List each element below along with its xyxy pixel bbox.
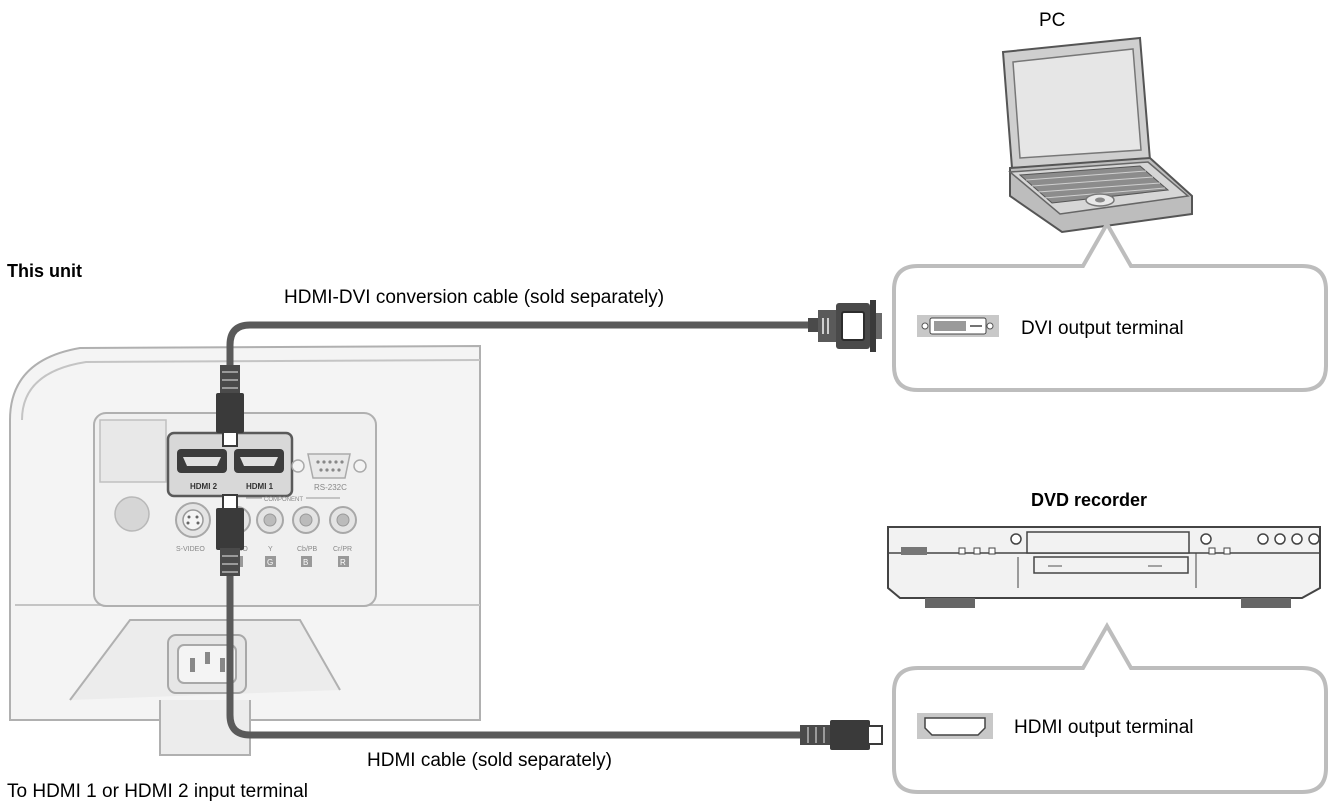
dvi-callout [892,219,1328,392]
laptop-pc [1001,36,1193,234]
hdmi-input-label: To HDMI 1 or HDMI 2 input terminal [7,781,308,802]
dvi-plug [808,300,882,352]
dvd-recorder [887,526,1321,608]
projector-rear: HDMI 2 HDMI 1 RS-232C COMPONENT S-VIDEO [9,344,481,756]
dvi-terminal-icon [917,315,999,337]
hdmi-dvi-cable-label: HDMI-DVI conversion cable (sold separate… [284,287,664,308]
hdmi1-label: HDMI 1 [246,482,274,491]
cr-pr-label: Cr/PR [333,546,352,553]
y-label: Y [268,546,273,553]
hdmi-plug-top [216,365,244,447]
component-label: COMPONENT [264,497,303,503]
hdmi-plug-dvd [800,720,883,750]
hdmi-cable [226,530,805,739]
pc-label: PC [1039,10,1065,31]
dvi-output-label: DVI output terminal [1021,318,1184,339]
tag-g: G [267,558,273,567]
rs232c-label: RS-232C [314,483,347,492]
speaker-hole [114,496,150,532]
hdmi-dvi-cable [226,321,820,370]
svideo-label: S-VIDEO [176,546,205,553]
tag-b: B [303,558,308,567]
this-unit-label: This unit [7,261,82,281]
dvd-recorder-label: DVD recorder [1031,490,1147,510]
tag-r: R [340,558,346,567]
hdmi2-label: HDMI 2 [190,482,218,491]
hdmi-terminal-icon [917,713,993,739]
rs232c-port [291,453,367,479]
hdmi-plug-bottom [216,494,244,576]
hdmi-callout [892,621,1328,794]
hdmi-output-label: HDMI output terminal [1014,717,1194,738]
hdmi-cable-label: HDMI cable (sold separately) [367,750,612,771]
cb-pb-label: Cb/PB [297,546,318,553]
